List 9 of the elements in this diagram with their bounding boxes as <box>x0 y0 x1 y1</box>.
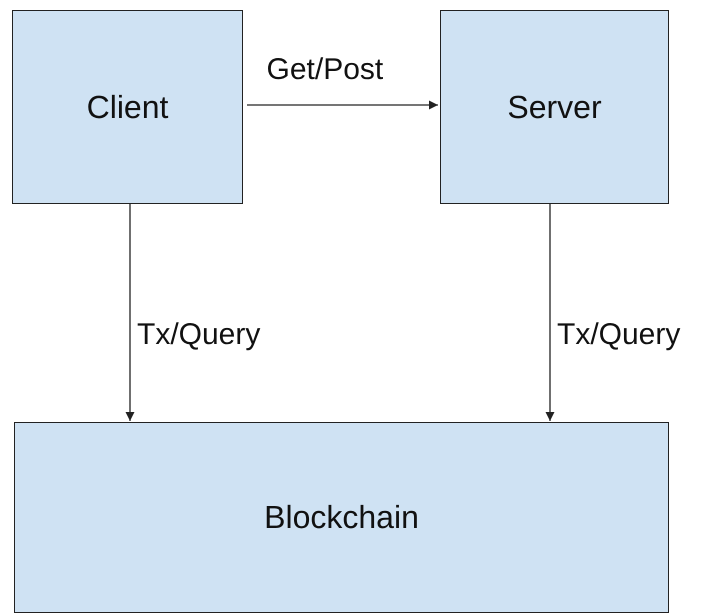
box-label: Server <box>507 88 602 126</box>
process-box <box>12 10 243 204</box>
arrow <box>126 204 134 421</box>
box-label: Client <box>86 88 168 126</box>
process-box <box>14 422 669 613</box>
arrow <box>546 204 554 421</box>
process-box <box>440 10 669 204</box>
arrow <box>247 100 438 110</box>
box-label: Blockchain <box>264 499 419 536</box>
